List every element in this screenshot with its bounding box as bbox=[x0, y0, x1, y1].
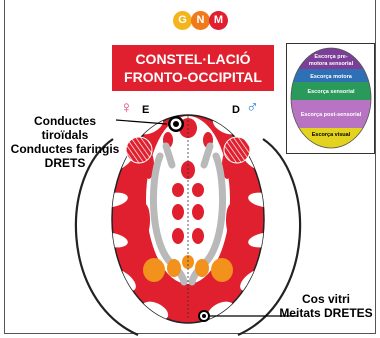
zone-label-1: Escorça pre- bbox=[314, 54, 347, 60]
gnm-logo: G N M bbox=[173, 11, 229, 31]
label-thyroid-pharyngeal: Conductes tiroïdals Conductes faringis D… bbox=[10, 114, 120, 170]
logo-letter-m: M bbox=[209, 11, 228, 30]
orange-relays bbox=[143, 255, 233, 282]
figure-frame bbox=[4, 0, 376, 334]
female-icon: ♀ bbox=[120, 98, 133, 117]
zone-label-motor: Escorça motora bbox=[310, 74, 353, 80]
zone-label-visual: Escorça visual bbox=[312, 132, 351, 138]
brain-cortex-svg: Escorça pre- motora sensorial Escorça mo… bbox=[290, 47, 372, 149]
zone-label-sensory: Escorça sensorial bbox=[307, 89, 355, 95]
zone-label-postsensory: Escorça post-sensorial bbox=[301, 112, 362, 118]
label-left-line-2: Conductes faringis bbox=[10, 142, 120, 156]
title-line-1: CONSTEL·LACIÓ bbox=[135, 51, 251, 67]
label-left-line-1: Conductes tiroïdals bbox=[33, 114, 96, 142]
logo-letter-n: N bbox=[191, 11, 210, 30]
hatched-relay-right bbox=[223, 136, 251, 164]
male-icon: ♂ bbox=[246, 97, 259, 116]
side-letter-e: E bbox=[142, 104, 150, 116]
left-outer-arc bbox=[74, 138, 139, 337]
brain-cortex-box: Escorça pre- motora sensorial Escorça mo… bbox=[286, 43, 375, 154]
zone-postsensory bbox=[291, 100, 371, 128]
title-box: CONSTEL·LACIÓ FRONTO-OCCIPITAL bbox=[112, 45, 274, 91]
target-marker-vitreous bbox=[198, 310, 210, 322]
target-marker-thyroid bbox=[168, 116, 184, 132]
title-line-2: FRONTO-OCCIPITAL bbox=[124, 69, 262, 85]
label-vitreous: Cos vitri Meitats DRETES bbox=[276, 292, 376, 320]
zone-label-2: motora sensorial bbox=[309, 61, 354, 67]
label-br-line-1: Cos vitri bbox=[301, 292, 350, 306]
side-letter-d: D bbox=[232, 104, 240, 116]
label-br-line-2: Meitats DRETES bbox=[279, 306, 373, 320]
zone-motor bbox=[291, 69, 371, 82]
zone-sensory bbox=[291, 82, 371, 100]
hatched-relay-left bbox=[125, 136, 153, 164]
right-outer-arc bbox=[237, 138, 302, 337]
ventricles bbox=[150, 142, 226, 286]
pointer-thyroid bbox=[115, 119, 168, 125]
label-left-line-3: DRETS bbox=[44, 156, 86, 170]
inner-red-lobes bbox=[140, 118, 236, 321]
logo-letter-g: G bbox=[173, 11, 192, 30]
